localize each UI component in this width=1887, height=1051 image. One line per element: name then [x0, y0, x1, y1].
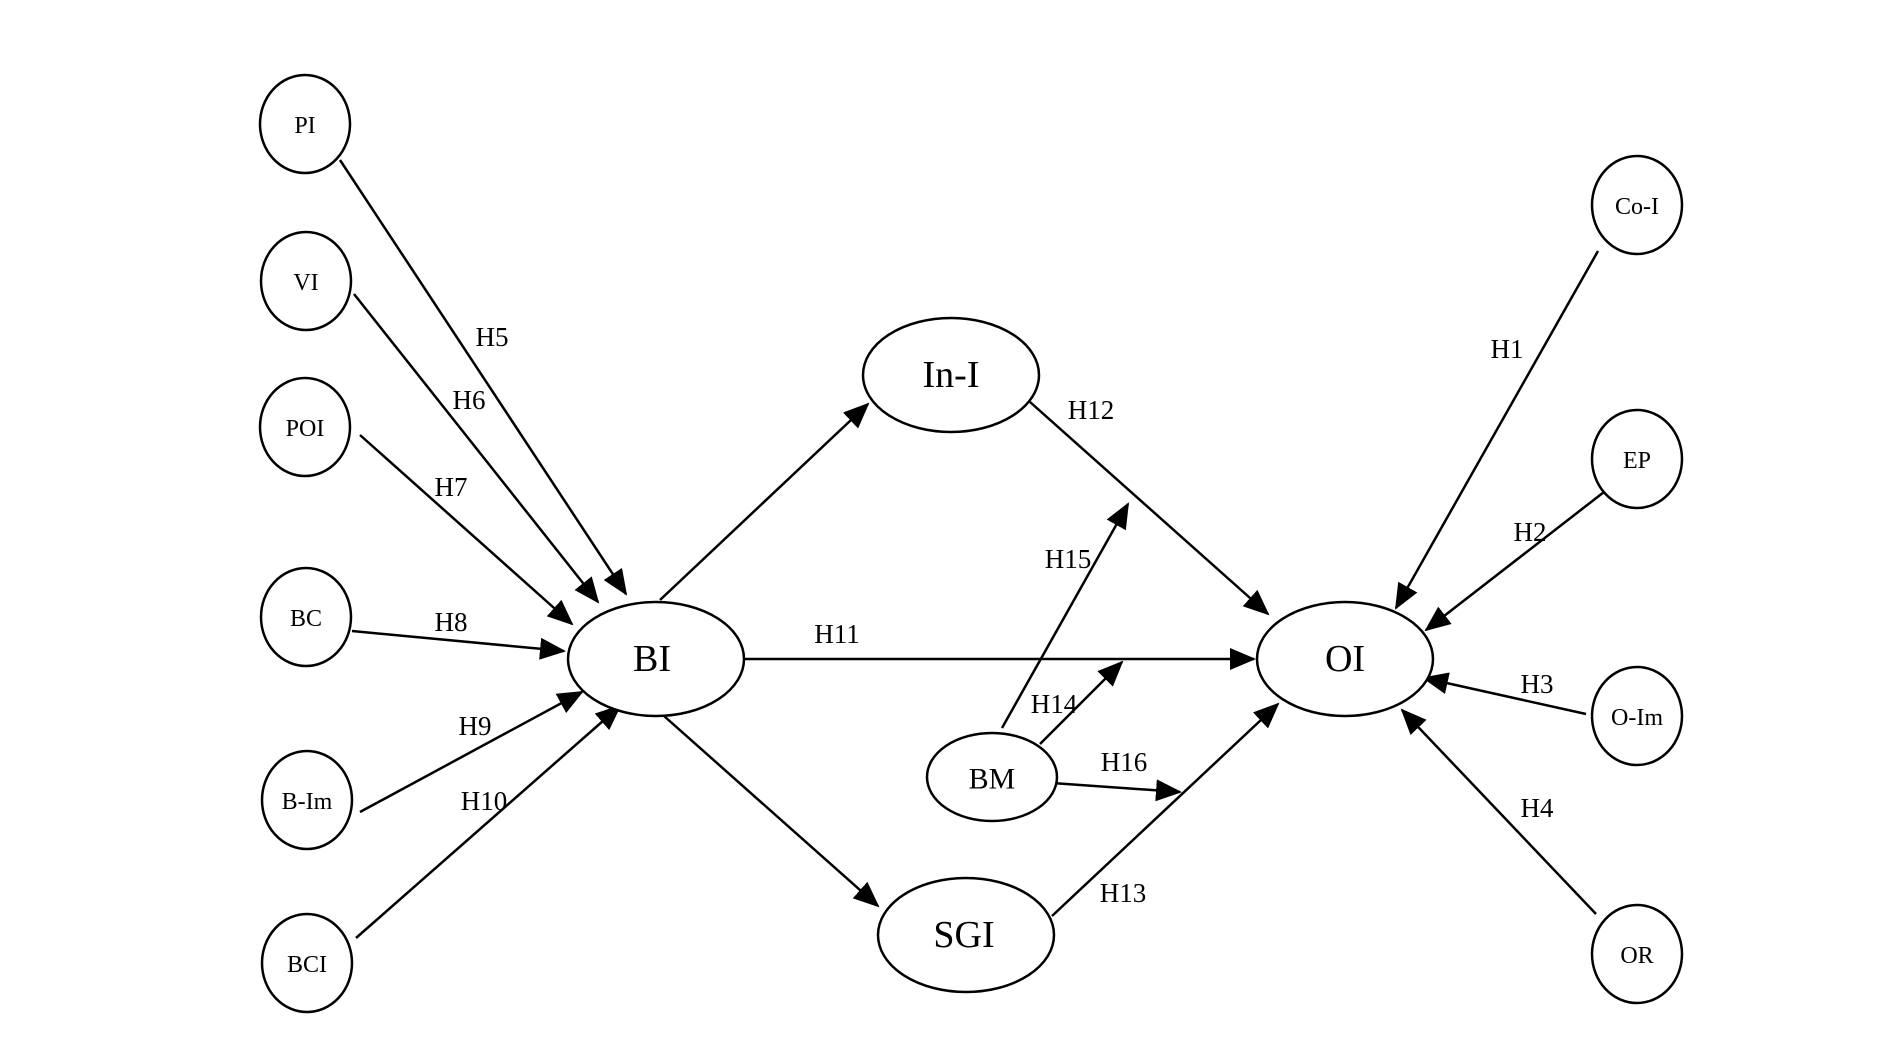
edge-ini-oi	[1029, 401, 1270, 616]
edge-bim-bi	[359, 690, 584, 814]
node-co-i-label: Co-I	[1615, 194, 1659, 220]
node-poi-label: POI	[286, 416, 325, 442]
edge-label-h2: H2	[1514, 517, 1547, 547]
edge-label-h16: H16	[1101, 747, 1148, 777]
node-bm: BM	[925, 731, 1059, 823]
edge-bm-h14	[1039, 660, 1124, 745]
node-or-label: OR	[1620, 943, 1653, 969]
node-ep-label: EP	[1623, 448, 1651, 474]
edge-vi-bi	[353, 293, 600, 604]
edge-bc-bi	[351, 629, 566, 660]
node-ep: EP	[1590, 408, 1684, 510]
edge-label-h1: H1	[1491, 334, 1524, 364]
node-bm-label: BM	[969, 763, 1016, 796]
edge-label-h3: H3	[1521, 669, 1554, 699]
edge-label-h14: H14	[1031, 689, 1078, 719]
node-bc: BC	[259, 566, 353, 668]
node-sgi-label: SGI	[933, 914, 994, 956]
edge-bi-sgi	[663, 715, 880, 908]
edge-label-h5: H5	[476, 322, 509, 352]
node-or: OR	[1590, 903, 1684, 1005]
node-bci: BCI	[260, 912, 354, 1014]
node-b-im-label: B-Im	[282, 789, 333, 815]
edge-bci-bi	[355, 704, 622, 939]
node-bi: BI	[566, 600, 746, 718]
node-o-im: O-Im	[1590, 665, 1684, 767]
node-bci-label: BCI	[287, 952, 327, 978]
edge-oim-oi	[1422, 672, 1587, 716]
edge-label-h4: H4	[1521, 793, 1554, 823]
edge-ep-oi	[1424, 491, 1605, 632]
edge-label-h7: H7	[435, 472, 468, 502]
edge-sgi-oi	[1051, 702, 1280, 917]
node-oi: OI	[1255, 600, 1435, 718]
node-in-i-label: In-I	[923, 354, 980, 396]
edge-labels: H5 H6 H7 H8 H9 H10 H11 H12 H13 H14 H15 H…	[435, 322, 1554, 908]
node-b-im: B-Im	[260, 749, 354, 851]
node-oi-label: OI	[1325, 638, 1365, 680]
edge-pi-bi	[338, 159, 628, 596]
node-o-im-label: O-Im	[1611, 705, 1663, 731]
edge-poi-bi	[359, 434, 574, 626]
edge-bm-h16	[1051, 779, 1182, 802]
node-poi: POI	[258, 376, 352, 478]
edge-label-h6: H6	[453, 385, 486, 415]
node-co-i: Co-I	[1590, 154, 1684, 256]
edge-label-h9: H9	[459, 711, 492, 741]
node-bc-label: BC	[290, 606, 322, 632]
edge-bm-h15	[1000, 502, 1130, 729]
node-pi-label: PI	[294, 113, 315, 139]
edge-label-h10: H10	[461, 786, 508, 816]
node-vi: VI	[259, 230, 353, 332]
edge-label-h11: H11	[814, 619, 860, 649]
edge-label-h8: H8	[435, 607, 468, 637]
edge-label-h15: H15	[1045, 544, 1092, 574]
edge-bi-ini	[659, 402, 870, 601]
edge-label-h13: H13	[1100, 878, 1147, 908]
nodes: PI VI POI BC B-Im BCI BI In-I	[258, 73, 1684, 1014]
node-bi-label: BI	[633, 638, 671, 680]
node-vi-label: VI	[293, 270, 318, 296]
node-sgi: SGI	[876, 876, 1056, 994]
node-in-i: In-I	[861, 316, 1041, 434]
edge-or-oi	[1400, 708, 1597, 915]
node-pi: PI	[258, 73, 352, 175]
edge-label-h12: H12	[1068, 395, 1115, 425]
edge-coi-oi	[1394, 250, 1600, 610]
edges	[338, 159, 1605, 939]
